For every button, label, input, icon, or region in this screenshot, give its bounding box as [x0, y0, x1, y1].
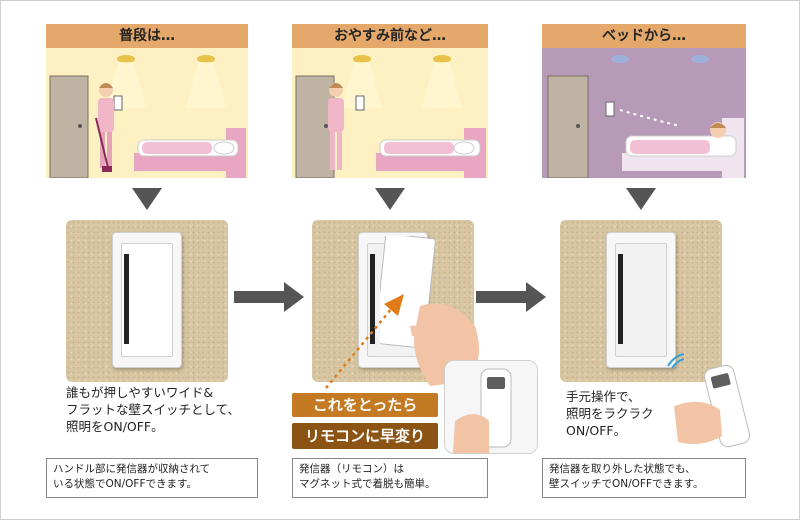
- down-arrow-2: [375, 188, 405, 210]
- scene-bedtime: [292, 48, 488, 178]
- wall-panel-3: [560, 220, 722, 382]
- col1-header: 普段は…: [46, 24, 248, 48]
- remote-in-hand-photo: [674, 364, 751, 448]
- remote-photo-card: [444, 360, 538, 454]
- switch-base[interactable]: [615, 243, 667, 357]
- wide-switch[interactable]: [121, 243, 173, 357]
- badge-becomes-remote: リモコンに早変り: [292, 423, 438, 449]
- badge-remove-prompt: これをとったら: [292, 393, 438, 417]
- col3-note: 発信器を取り外した状態でも、 壁スイッチでON/OFFできます。: [542, 458, 746, 498]
- down-arrow-3: [626, 188, 656, 210]
- dotted-pointer-arrow: [325, 294, 404, 389]
- scene-daytime: [46, 48, 248, 178]
- wall-panel-1: [66, 220, 228, 382]
- switch-plate: [112, 232, 182, 368]
- scene-from-bed: [542, 48, 746, 178]
- switch-plate: [606, 232, 676, 368]
- col2-note: 発信器（リモコン）は マグネット式で着脱も簡単。: [292, 458, 488, 498]
- switch-indicator-slot: [124, 254, 129, 344]
- scene-bedtime-illustration: [292, 48, 488, 178]
- scene-daytime-illustration: [46, 48, 248, 178]
- remote-in-hand-card: [672, 356, 772, 452]
- switch-indicator-slot: [618, 254, 623, 344]
- remote-photo: [445, 361, 537, 453]
- right-arrow-2: [476, 282, 546, 312]
- col3-header: ベッドから…: [542, 24, 746, 48]
- right-arrow-1: [234, 282, 304, 312]
- down-arrow-1: [132, 188, 162, 210]
- scene-from-bed-illustration: [542, 48, 746, 178]
- col1-note: ハンドル部に発信器が収納されて いる状態でON/OFFできます。: [46, 458, 258, 498]
- switch-indicator-slot: [370, 254, 375, 344]
- col3-description: 手元操作で、 照明をラクラク ON/OFF。: [566, 389, 654, 438]
- col2-header: おやすみ前など…: [292, 24, 488, 48]
- col1-description: 誰もが押しやすいワイド& フラットな壁スイッチとして、 照明をON/OFF。: [66, 385, 241, 434]
- signal-waves-icon: [667, 353, 685, 369]
